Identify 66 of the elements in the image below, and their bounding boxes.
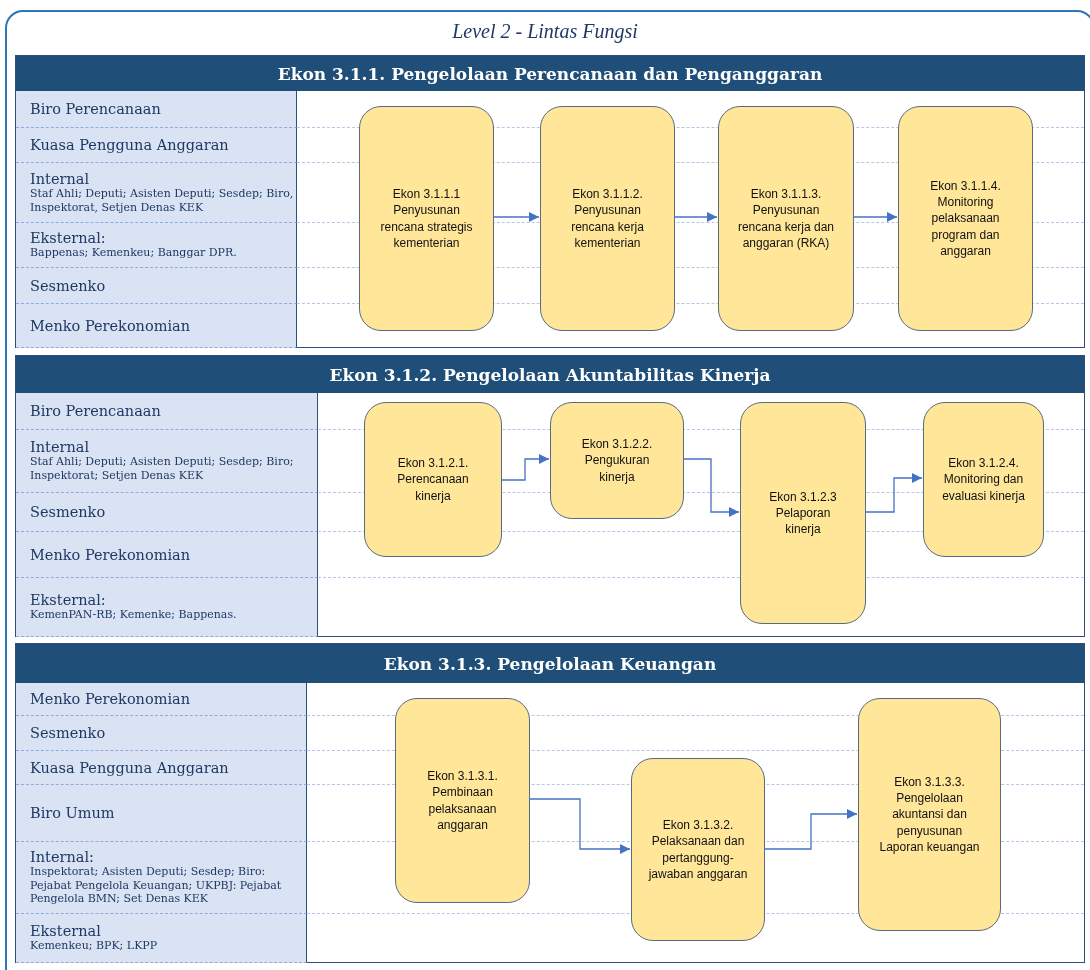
lane-members: Staf Ahli; Deputi; Asisten Deputi; Sesdep; Biro; Inspektorat; Setjen Denas KEK: [30, 455, 295, 483]
arrow: [763, 809, 858, 850]
lane-header: [16, 785, 307, 842]
lane-header: [16, 304, 297, 348]
lane-title: Menko Perekonomian: [30, 546, 192, 563]
lane-header: [16, 751, 307, 785]
lane-title: Biro Perencanaan: [30, 403, 162, 419]
arrow: [528, 798, 631, 854]
process-box: Ekon 3.1.1.4. Monitoring pelaksanaan program dan anggaran: [898, 106, 1033, 331]
lane-header: [16, 683, 307, 716]
lane-title: Kuasa Pengguna Anggaran: [30, 759, 230, 776]
lane-header: [16, 393, 318, 430]
lane-members: Kemenkeu; BPK; LKPP: [30, 939, 159, 953]
process-box: Ekon 3.1.2.4. Monitoring dan evaluasi kinerja: [923, 402, 1044, 557]
section-header: Ekon 3.1.3. Pengelolaan Keuangan: [16, 644, 1084, 683]
process-box: Ekon 3.1.1.2. Penyusunan rencana kerja kementerian: [540, 106, 675, 331]
lane-title: Biro Umum: [30, 805, 116, 821]
lane-title: Biro Perencanaan: [30, 101, 162, 117]
section-header: Ekon 3.1.1. Pengelolaan Perencanaan dan Penganggaran: [16, 56, 1084, 91]
process-box: Ekon 3.1.2.2. Pengukuran kinerja: [550, 402, 684, 519]
swimlane-panel: [15, 643, 1085, 963]
arrow: [500, 454, 550, 481]
lane-header: [16, 163, 297, 223]
lane-title: Sesmenko: [30, 504, 107, 520]
lane-header: [16, 430, 318, 493]
arrow: [852, 212, 898, 222]
lane-title: Sesmenko: [30, 725, 107, 741]
lane-title: Internal:: [30, 848, 95, 865]
lane-title: Eksternal:: [30, 592, 107, 609]
process-box: Ekon 3.1.2.1. Perencanaan kinerja: [364, 402, 502, 557]
process-box: Ekon 3.1.1.3. Penyusunan rencana kerja dan anggaran (RKA): [718, 106, 854, 331]
lane-title: Internal: [30, 170, 91, 187]
lane-title: Menko Perekonomian: [30, 691, 192, 707]
lane-header: [16, 91, 297, 128]
arrow: [492, 212, 540, 222]
lane-header: [16, 842, 307, 914]
lane-header: [16, 532, 318, 578]
process-box: Ekon 3.1.3.1. Pembinaan pelaksanaan anggaran: [395, 698, 530, 903]
process-box: Ekon 3.1.3.2. Pelaksanaan dan pertanggung- jawaban anggaran: [631, 758, 765, 941]
lane-title: Internal: [30, 439, 91, 456]
lane-header: [16, 268, 297, 304]
lane-members: KemenPAN-RB; Kemenke; Bappenas.: [30, 608, 238, 622]
diagram-title: Level 2 - Lintas Fungsi: [451, 20, 639, 43]
section-header: Ekon 3.1.2. Pengelolaan Akuntabilitas Kinerja: [16, 356, 1084, 393]
lane-header: [16, 914, 307, 963]
lane-title: Eksternal:: [30, 230, 107, 247]
lane-members: Inspektorat; Asisten Deputi; Sesdep; Biro: Pejabat Pengelola Keuangan; UKPBJ: Pejabat Pengelola BMN; Set Denas KEK: [30, 864, 283, 907]
lane-header: [16, 128, 297, 163]
lane-header: [16, 493, 318, 532]
lane-members: Staf Ahli; Deputi; Asisten Deputi; Sesdep; Biro, Inspektorat, Setjen Denas KEK: [30, 186, 295, 215]
lane-header: [16, 716, 307, 751]
arrow: [864, 473, 923, 513]
lane-header: [16, 223, 297, 268]
lane-members: Bappenas; Kemenkeu; Banggar DPR.: [30, 246, 238, 260]
lane-header: [16, 578, 318, 637]
lane-title: Eksternal: [30, 923, 102, 940]
process-box: Ekon 3.1.1.1 Penyusunan rencana strategis kementerian: [359, 106, 494, 331]
lane-title: Sesmenko: [30, 277, 107, 294]
arrow: [673, 212, 718, 222]
lane-title: Menko Perekonomian: [30, 317, 192, 334]
process-box: Ekon 3.1.2.3 Pelaporan kinerja: [740, 402, 866, 624]
swimlane-panel: [15, 355, 1085, 637]
lane-title: Kuasa Pengguna Anggaran: [30, 137, 230, 153]
swimlane-panel: [15, 55, 1085, 348]
arrow: [682, 458, 740, 517]
process-box: Ekon 3.1.3.3. Pengelolaan akuntansi dan penyusunan Laporan keuangan: [858, 698, 1001, 931]
